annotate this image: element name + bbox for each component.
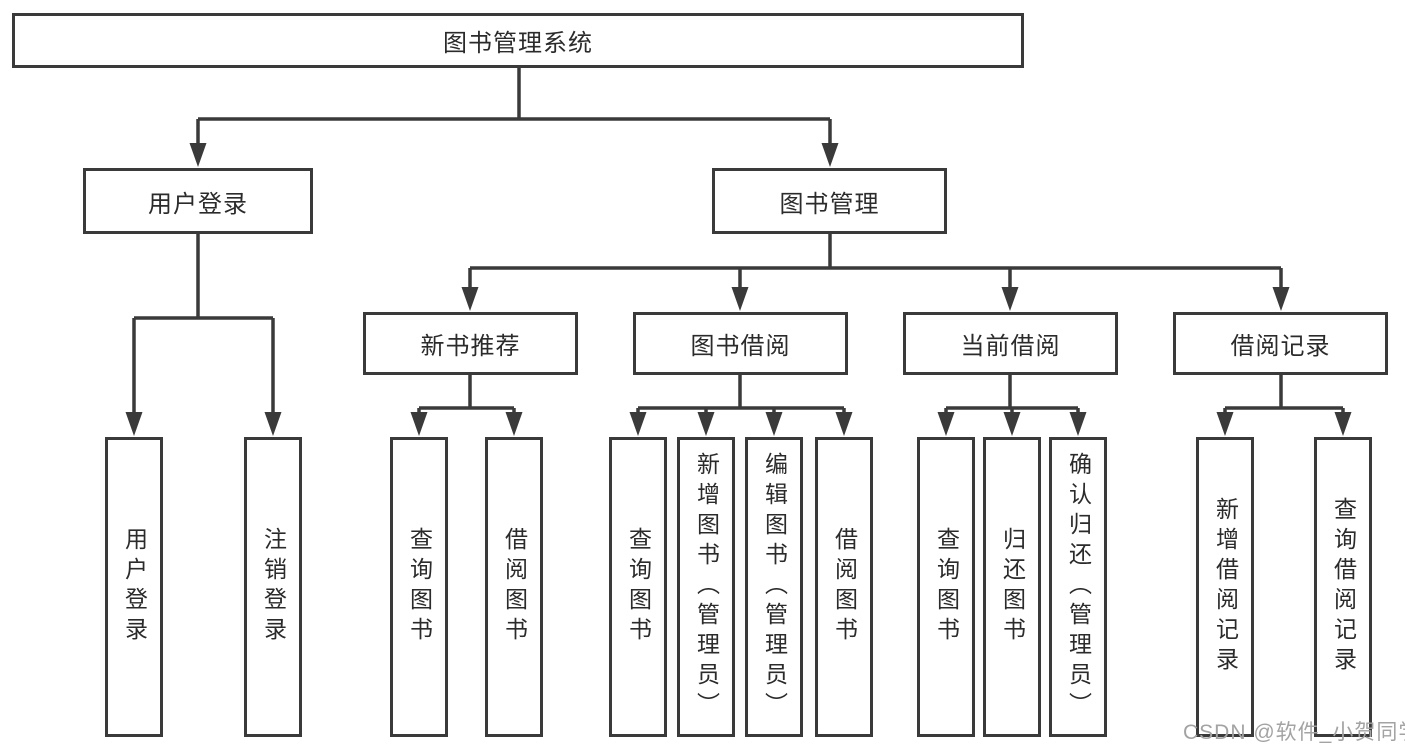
- node-book-borrowing: 图书借阅: [633, 312, 848, 375]
- node-label: 归还图书: [999, 527, 1026, 647]
- leaf-nbr-query-books: 查询图书: [390, 437, 448, 737]
- leaf-bb-add-books-admin: 新增图书（管理员）: [677, 437, 735, 737]
- node-label: 查询图书: [625, 527, 652, 647]
- node-label: 确认归还（管理员）: [1065, 452, 1092, 722]
- node-label: 编辑图书（管理员）: [761, 452, 788, 722]
- node-label: 查询借阅记录: [1330, 497, 1357, 677]
- node-label: 图书借阅: [690, 333, 791, 360]
- leaf-bb-borrow-books: 借阅图书: [815, 437, 873, 737]
- leaf-nbr-borrow-books: 借阅图书: [485, 437, 543, 737]
- node-label: 用户登录: [148, 190, 248, 218]
- node-user-login: 用户登录: [83, 168, 313, 234]
- node-label: 新增借阅记录: [1212, 497, 1239, 677]
- node-label: 注销登录: [260, 527, 287, 647]
- leaf-bb-query-books: 查询图书: [609, 437, 667, 737]
- node-label: 当前借阅: [960, 333, 1061, 360]
- leaf-user-login: 用户登录: [105, 437, 163, 737]
- node-label: 新增图书（管理员）: [693, 452, 720, 722]
- leaf-bb-edit-books-admin: 编辑图书（管理员）: [745, 437, 803, 737]
- csdn-watermark: CSDN @软件_小贺同学: [1183, 721, 1405, 744]
- node-library-management-system: 图书管理系统: [12, 13, 1024, 68]
- leaf-br-add-borrow-record: 新增借阅记录: [1196, 437, 1254, 737]
- node-label: 图书管理系统: [443, 30, 593, 57]
- node-book-management: 图书管理: [712, 168, 947, 234]
- leaf-logout: 注销登录: [244, 437, 302, 737]
- node-label: 借阅图书: [831, 527, 858, 647]
- leaf-cb-confirm-return-admin: 确认归还（管理员）: [1049, 437, 1107, 737]
- node-label: 查询图书: [406, 527, 433, 647]
- node-label: 用户登录: [121, 527, 148, 647]
- node-new-book-recommendation: 新书推荐: [363, 312, 578, 375]
- node-label: 借阅记录: [1230, 333, 1331, 360]
- node-label: 查询图书: [933, 527, 960, 647]
- leaf-cb-query-books: 查询图书: [917, 437, 975, 737]
- node-label: 借阅图书: [501, 527, 528, 647]
- node-label: 新书推荐: [420, 333, 521, 360]
- node-current-borrowing: 当前借阅: [903, 312, 1118, 375]
- node-label: 图书管理: [779, 190, 880, 218]
- node-borrowing-records: 借阅记录: [1173, 312, 1388, 375]
- leaf-cb-return-books: 归还图书: [983, 437, 1041, 737]
- leaf-br-query-borrow-record: 查询借阅记录: [1314, 437, 1372, 737]
